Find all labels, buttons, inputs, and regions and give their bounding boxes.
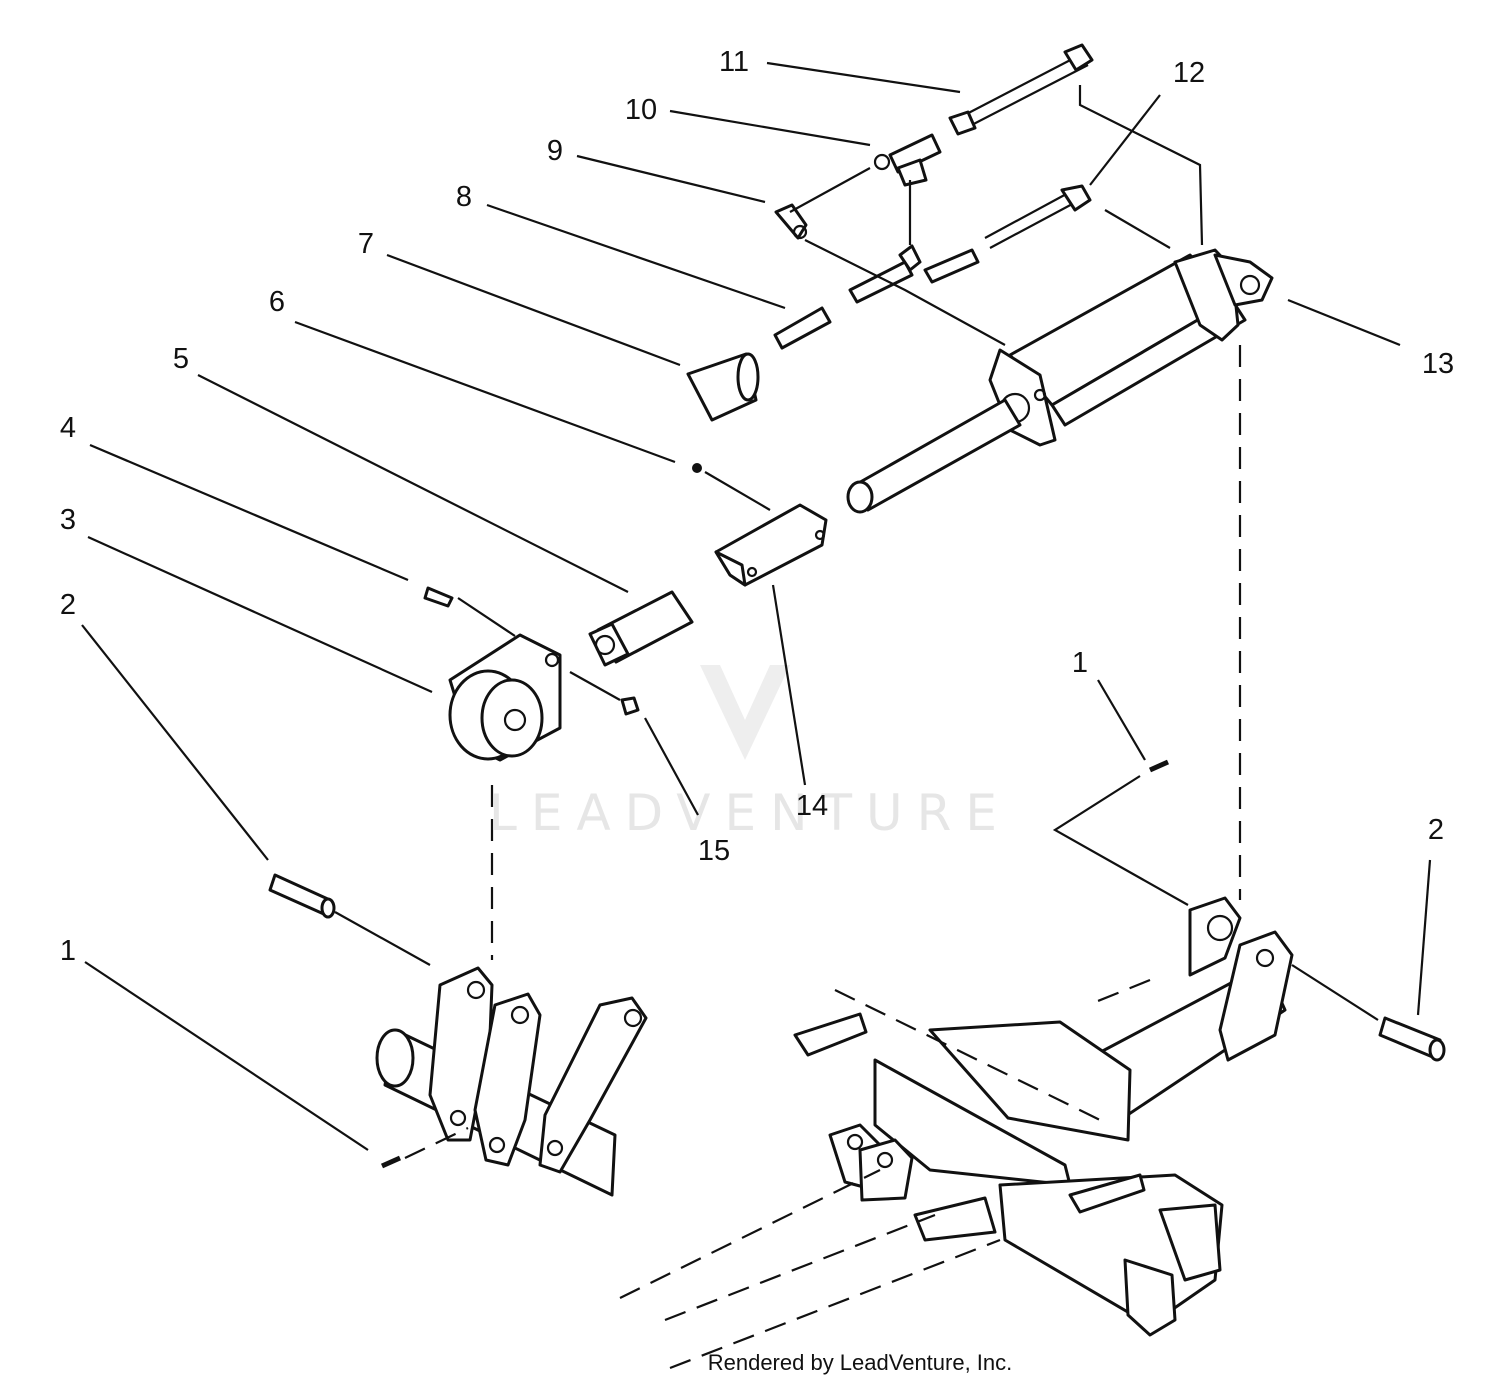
frame-assembly[interactable]: [793, 896, 1294, 1337]
callout-7: 7: [358, 228, 374, 260]
callout-8: 8: [456, 181, 472, 213]
cylinder-rod[interactable]: [846, 398, 1022, 514]
callout-15: 15: [698, 835, 730, 867]
hydraulic-cylinder[interactable]: [988, 248, 1274, 447]
tee-fitting[interactable]: [873, 133, 942, 187]
callout-6: 6: [269, 286, 285, 318]
callout-10: 10: [625, 94, 657, 126]
clevis-bracket[interactable]: [714, 503, 828, 587]
elbow-fitting[interactable]: [774, 203, 808, 240]
nut[interactable]: [620, 696, 640, 716]
callout-labels: 11 12 10 9 8 7 6 13 5 4 3 2 1 14 15 2 1: [60, 46, 1454, 967]
callout-11: 11: [719, 46, 749, 78]
roll-pin-right[interactable]: [1148, 759, 1170, 773]
grease-fitting[interactable]: [692, 463, 702, 473]
callout-1-right: 1: [1072, 647, 1088, 679]
callout-13: 13: [1422, 348, 1454, 380]
leader-lines: [81, 61, 1432, 1151]
adapter-fitting-7[interactable]: [773, 306, 832, 350]
roll-pin-left[interactable]: [380, 1155, 402, 1169]
watermark: LEADVENTURE: [489, 665, 1011, 842]
hose-assembly-11[interactable]: [948, 43, 1094, 136]
clevis-pin[interactable]: [588, 590, 694, 667]
callout-5: 5: [173, 343, 189, 375]
footer-credit: Rendered by LeadVenture, Inc.: [708, 1350, 1013, 1375]
lift-shaft-assembly[interactable]: [375, 966, 648, 1197]
callout-2-left: 2: [60, 589, 76, 621]
alignment-lines: [404, 345, 1242, 1370]
watermark-logo: [700, 665, 790, 760]
watermark-text: LEADVENTURE: [489, 784, 1011, 842]
spacer-tube[interactable]: [686, 352, 760, 422]
callout-12: 12: [1173, 57, 1205, 89]
callout-3: 3: [60, 504, 76, 536]
callout-14: 14: [796, 790, 828, 822]
callout-9: 9: [547, 135, 563, 167]
pin-left[interactable]: [268, 873, 336, 919]
bolt[interactable]: [423, 586, 454, 608]
pin-right[interactable]: [1378, 1016, 1446, 1062]
rod-end[interactable]: [448, 633, 562, 762]
callout-1-left: 1: [60, 935, 76, 967]
callout-2-right: 2: [1428, 814, 1444, 846]
callout-4: 4: [60, 412, 76, 444]
hose-assembly-12[interactable]: [923, 184, 1092, 284]
adapter-fitting-8[interactable]: [848, 244, 922, 304]
